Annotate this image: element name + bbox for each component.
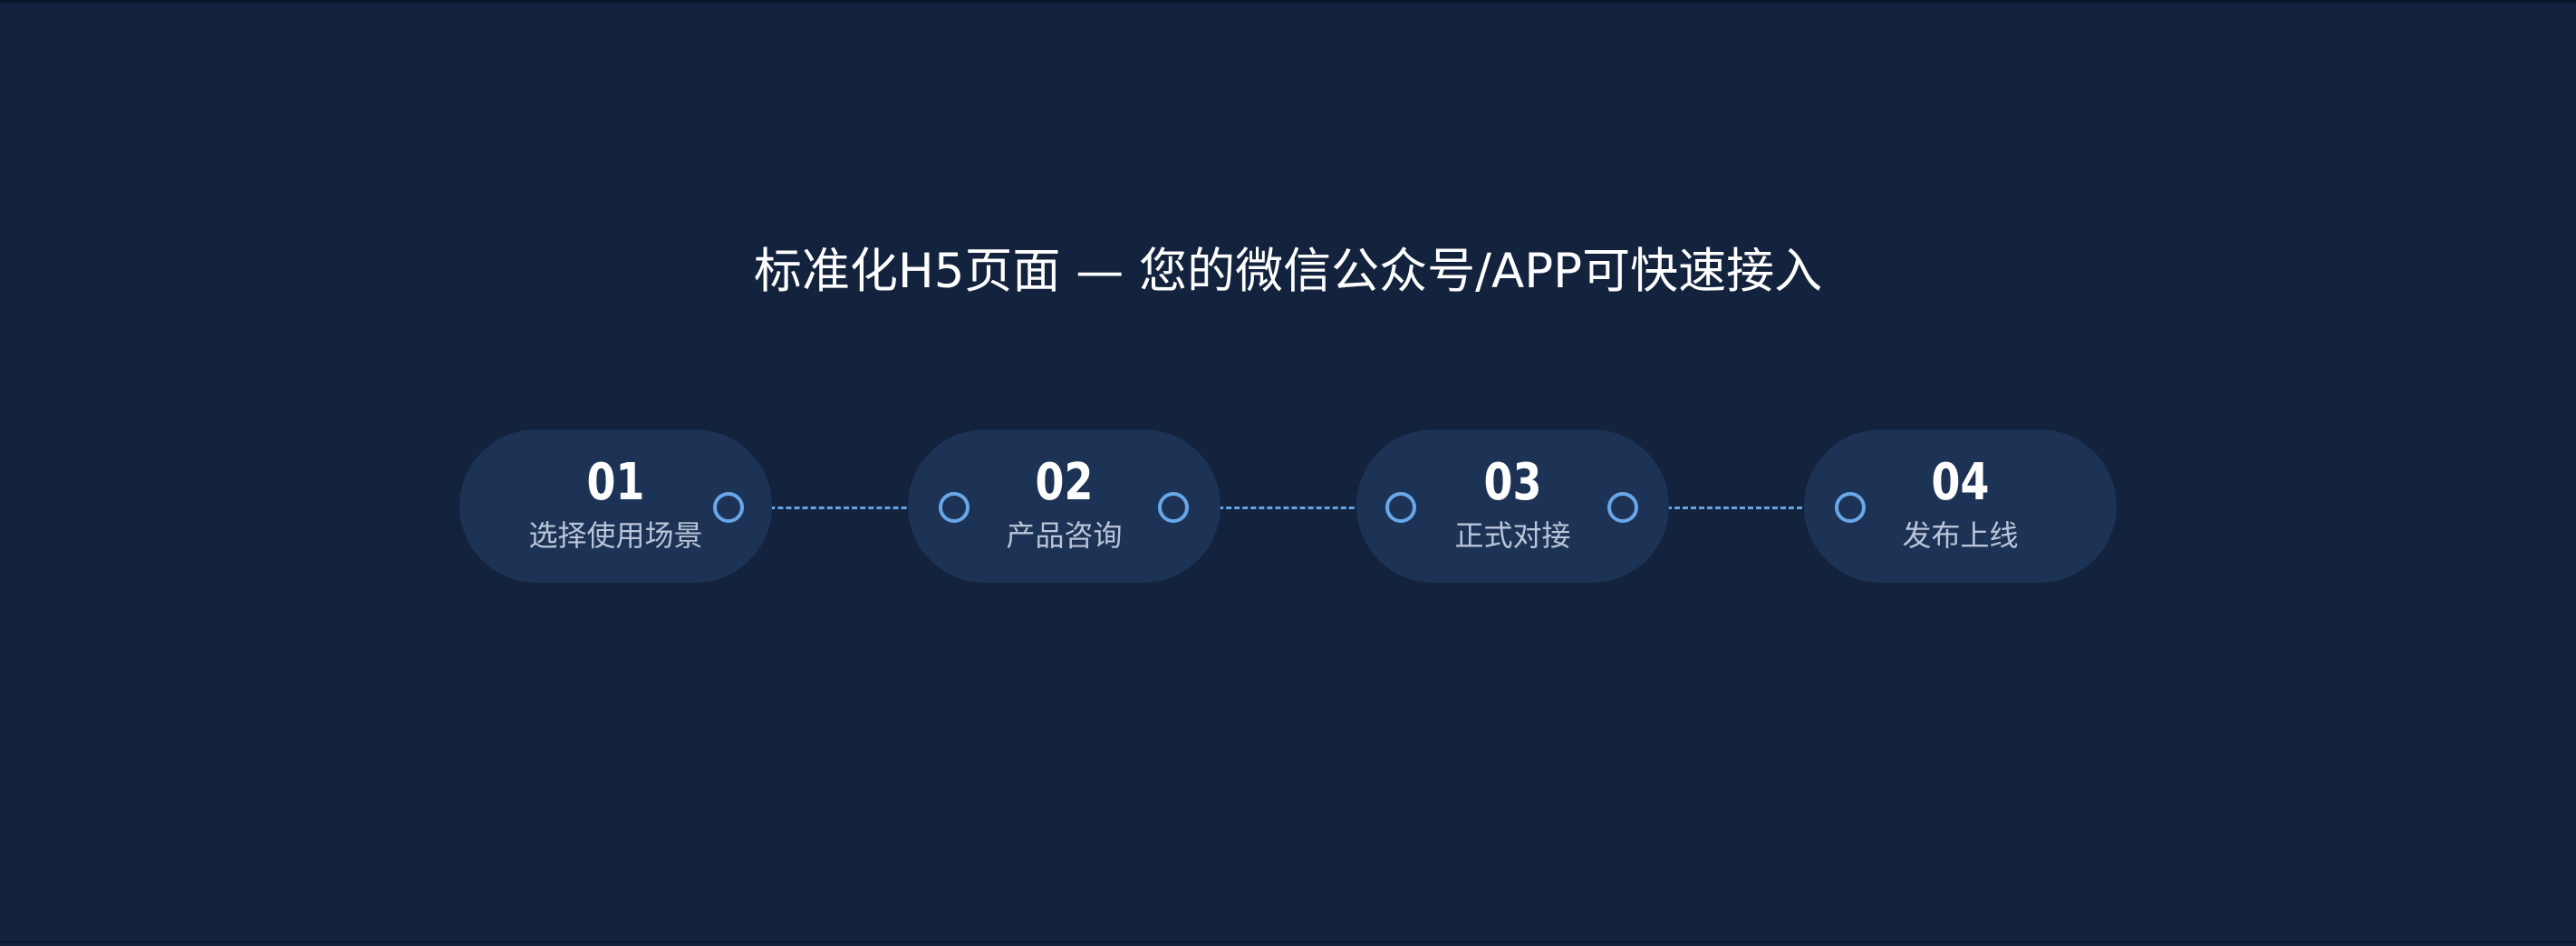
step-number: 01 (586, 453, 645, 512)
page-title: 标准化H5页面 — 您的微信公众号/APP可快速接入 (753, 244, 1823, 299)
step-connector-2-3 (1193, 507, 1387, 509)
step-label: 选择使用场景 (528, 518, 703, 553)
step-label: 发布上线 (1902, 518, 2019, 553)
process-steps: 01 选择使用场景 02 产品咨询 03 正式对接 04 发布上线 (0, 3, 2576, 946)
connector-node-icon (1385, 492, 1416, 523)
step-label: 产品咨询 (1006, 518, 1123, 553)
connector-node-icon (1835, 492, 1866, 523)
step-number: 04 (1931, 453, 1990, 512)
step-connector-3-4 (1642, 507, 1835, 509)
connector-node-icon (939, 492, 970, 523)
step-connector-1-2 (745, 507, 940, 509)
connector-node-icon (713, 492, 744, 523)
step-number: 03 (1483, 453, 1542, 512)
connector-node-icon (1158, 492, 1189, 523)
connector-node-icon (1607, 492, 1638, 523)
step-number: 02 (1035, 453, 1094, 512)
step-label: 正式对接 (1454, 518, 1571, 553)
